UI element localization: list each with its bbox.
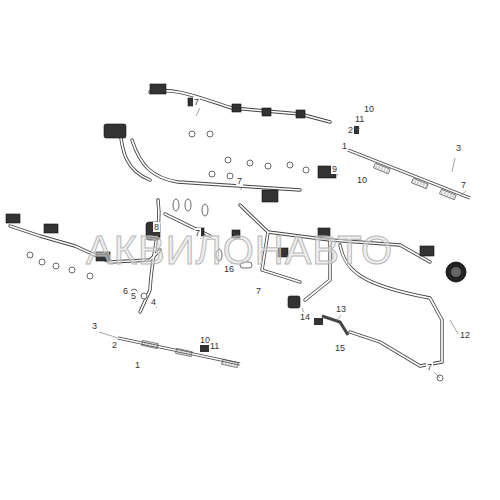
callout-number: 3: [91, 321, 98, 331]
callout-number: 7: [193, 97, 200, 107]
callout-number: 4: [150, 297, 157, 307]
callout-number: 11: [354, 114, 365, 124]
callout-number: 2: [111, 340, 118, 350]
callout-number: 7: [426, 362, 433, 372]
injector-rail: [348, 126, 470, 200]
callout-number: 10: [363, 104, 375, 114]
callout-number: 7: [236, 176, 243, 186]
callout-number: 9: [331, 164, 338, 174]
callout-number: 1: [134, 360, 141, 370]
callout-number: 15: [334, 343, 346, 353]
callout-number: 7: [460, 180, 467, 190]
callout-number: 12: [459, 330, 471, 340]
callout-number: 3: [455, 143, 462, 153]
callout-number: 13: [335, 304, 347, 314]
callout-number: 11: [209, 341, 220, 351]
round-connector: [446, 262, 466, 282]
callout-number: 2: [347, 125, 354, 135]
callout-number: 14: [299, 312, 311, 322]
callout-number: 10: [356, 175, 368, 185]
callout-number: 6: [122, 286, 129, 296]
callout-number: 5: [130, 291, 137, 301]
callout-number: 7: [255, 286, 262, 296]
watermark: АКВИЛОНАВТО: [86, 228, 393, 272]
callout-number: 1: [341, 141, 348, 151]
